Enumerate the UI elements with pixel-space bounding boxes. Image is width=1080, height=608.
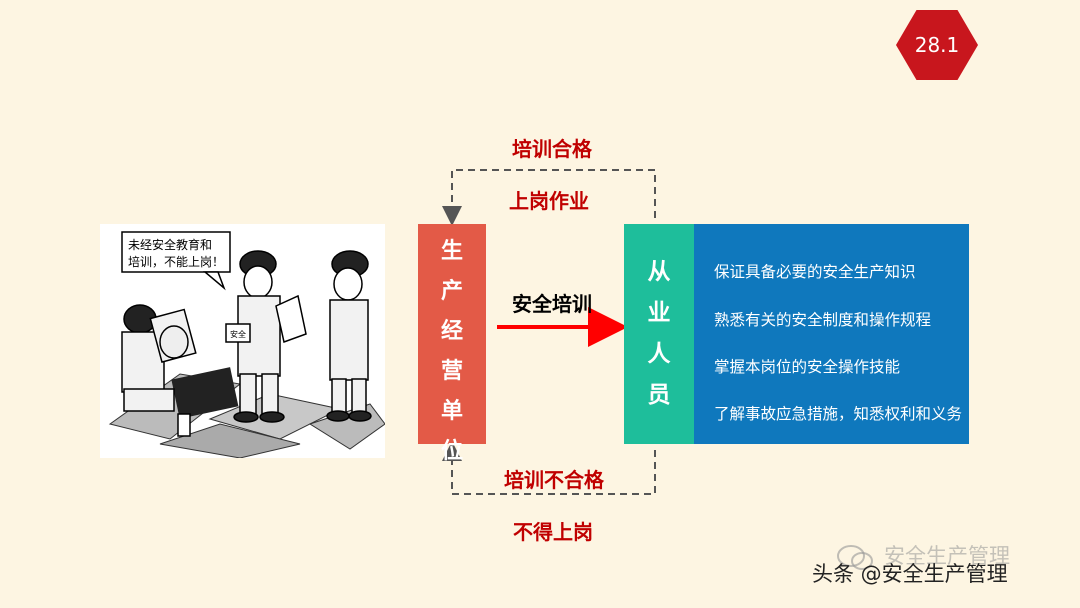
- label-training-failed: 培训不合格: [504, 468, 604, 492]
- bottom-loop-arrow: [442, 441, 656, 495]
- requirement-item: 保证具备必要的安全生产知识: [714, 263, 916, 281]
- wechat-icon: [837, 545, 873, 570]
- staff-char: 业: [647, 300, 671, 326]
- unit-char: 营: [440, 359, 463, 384]
- slide-number: 28.1: [914, 33, 960, 57]
- staff-char: 人: [647, 341, 671, 367]
- label-training-passed: 培训合格: [512, 137, 592, 161]
- requirement-item: 熟悉有关的安全制度和操作规程: [714, 311, 932, 329]
- unit-char: 生: [440, 239, 463, 264]
- watermark-ghost: 安全生产管理: [884, 544, 1010, 568]
- top-loop-arrow: [442, 169, 656, 226]
- armband-text: 安全: [230, 329, 246, 339]
- cartoon-illustration: 未经安全教育和 培训，不能上岗！ 安全: [100, 224, 385, 458]
- cartoon-drawing: 未经安全教育和 培训，不能上岗！ 安全: [108, 231, 385, 458]
- watermark: 头条 @安全生产管理: [812, 562, 1008, 586]
- unit-char: 经: [440, 319, 463, 344]
- staff-char: 员: [647, 382, 671, 408]
- requirement-item: 掌握本岗位的安全操作技能: [714, 358, 901, 376]
- production-unit-box: 生 产 经 营 单 位: [418, 224, 486, 464]
- requirements-box: 保证具备必要的安全生产知识 熟悉有关的安全制度和操作规程 掌握本岗位的安全操作技…: [690, 224, 969, 444]
- speech-text-line2: 培训，不能上岗！: [128, 254, 224, 269]
- staff-char: 从: [647, 259, 671, 285]
- unit-char: 位: [440, 439, 463, 464]
- staff-box: 从 业 人 员: [624, 224, 694, 444]
- requirement-item: 了解事故应急措施，知悉权利和义务: [714, 405, 963, 423]
- label-take-post: 上岗作业: [509, 189, 589, 213]
- slide-number-badge: 28.1: [896, 10, 978, 80]
- label-safety-training: 安全培训: [512, 292, 592, 316]
- unit-char: 单: [440, 399, 463, 424]
- unit-char: 产: [440, 279, 463, 304]
- speech-text-line1: 未经安全教育和: [128, 237, 212, 252]
- label-no-post: 不得上岗: [513, 520, 593, 544]
